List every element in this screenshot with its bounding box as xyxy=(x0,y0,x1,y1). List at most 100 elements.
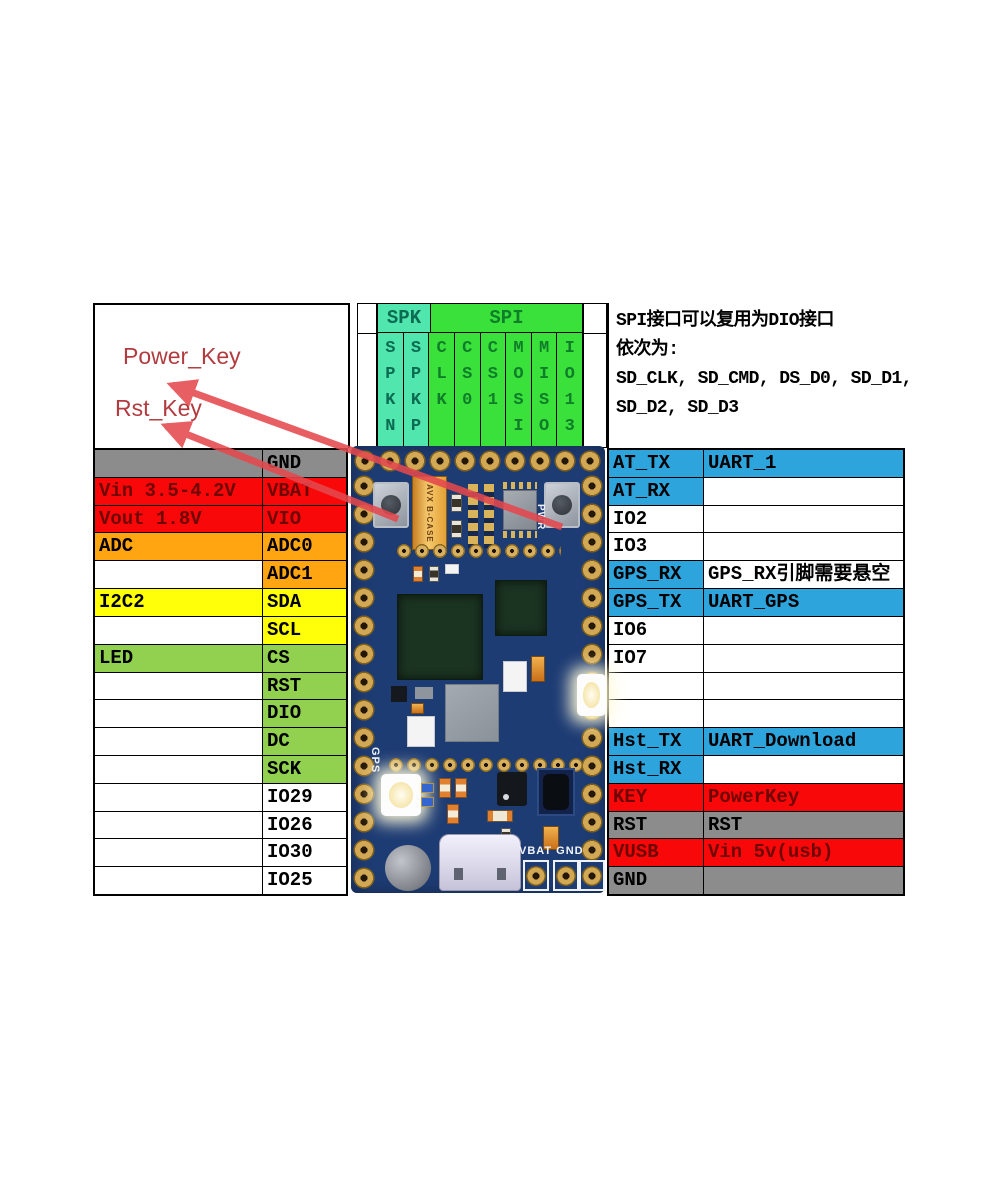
pin-cell xyxy=(95,700,263,728)
pin-row: IO29 xyxy=(95,783,346,812)
transistor xyxy=(497,772,527,806)
pin-cell: KEY xyxy=(609,783,704,811)
annotation-box: Power_Key Rst_Key xyxy=(93,303,350,448)
pin-cell: UART_GPS xyxy=(704,589,903,616)
pin-cell xyxy=(704,505,903,533)
pin-cell: Hst_TX xyxy=(609,728,704,755)
pin-cell xyxy=(704,644,903,672)
pin-cell: IO25 xyxy=(263,867,346,894)
pin-cell: IO6 xyxy=(609,616,704,644)
pin-cell: IO3 xyxy=(609,533,704,561)
pin-row: DC xyxy=(95,728,346,756)
gps-silkscreen: GPS xyxy=(369,747,381,774)
pin-row: SCL xyxy=(95,616,346,645)
smd-component xyxy=(407,716,435,747)
main-ic xyxy=(397,594,483,680)
pin-cell: IO29 xyxy=(263,783,346,811)
pin-cell xyxy=(95,755,263,783)
pin-cell: PowerKey xyxy=(704,783,903,811)
pin-cell xyxy=(95,616,263,644)
pcb-board: AVX B-CASE PWR GPS xyxy=(351,446,606,893)
pin-cell: AT_RX xyxy=(609,477,704,505)
pin-cell: ADC xyxy=(95,533,263,561)
smd-component xyxy=(445,564,459,574)
pin-cell: SCL xyxy=(263,616,346,644)
pin-cell xyxy=(95,783,263,811)
pin-cell xyxy=(95,728,263,755)
pin-cell: UART_Download xyxy=(704,728,903,755)
pin-row: ADC1 xyxy=(95,561,346,590)
pin-cell xyxy=(95,811,263,839)
led xyxy=(381,774,421,816)
pin-row: DIO xyxy=(95,700,346,729)
smd-component xyxy=(429,566,439,582)
pin-row: Hst_RX xyxy=(609,755,903,784)
rst-key-label: Rst_Key xyxy=(115,395,202,421)
pin-cell: GPS_RX xyxy=(609,561,704,589)
capacitor-marking: AVX B-CASE xyxy=(425,483,434,543)
pin-cell: VIO xyxy=(263,505,346,533)
usb-connector[interactable] xyxy=(439,834,521,891)
power-chip xyxy=(503,490,537,530)
pad-row-mid xyxy=(395,542,561,560)
tantalum-capacitor: AVX B-CASE xyxy=(412,476,447,550)
pin-cell: DC xyxy=(263,728,346,755)
pin-cell: GND xyxy=(263,450,346,477)
pad-grid xyxy=(468,484,478,548)
chip-pins xyxy=(503,482,537,489)
small-chip xyxy=(391,686,407,702)
pin-cell: IO30 xyxy=(263,839,346,867)
pin-cell: IO7 xyxy=(609,644,704,672)
pin-row: IO6 xyxy=(609,616,903,645)
pin-cell xyxy=(95,867,263,894)
pin-cell xyxy=(609,672,704,700)
pin-cell: Vin 5v(usb) xyxy=(704,839,903,867)
smd-component xyxy=(447,804,459,824)
pin-row: RST xyxy=(95,672,346,701)
pin-row: IO2 xyxy=(609,505,903,534)
pin-cell xyxy=(704,867,903,894)
smd-component xyxy=(439,778,451,798)
group-spk: SPK xyxy=(378,304,431,333)
pin-cell: SCK xyxy=(263,755,346,783)
gps-module xyxy=(445,684,499,742)
pin-cell: GND xyxy=(609,867,704,894)
pin-cell: GPS_RX引脚需要悬空 xyxy=(704,561,903,589)
smd-component xyxy=(451,494,462,512)
pin-cell: IO2 xyxy=(609,505,704,533)
pin-cell xyxy=(704,755,903,783)
pwr-silkscreen: PWR xyxy=(535,504,546,531)
reset-button[interactable] xyxy=(373,482,409,528)
pin-cell: GPS_TX xyxy=(609,589,704,616)
pin-cell: Vout 1.8V xyxy=(95,505,263,533)
note-line: SPI接口可以复用为DIO接口 xyxy=(616,311,834,331)
pin-row: GND xyxy=(609,867,903,894)
pin-cell xyxy=(609,700,704,728)
pin-row: AT_RX xyxy=(609,477,903,506)
pin-row: IO25 xyxy=(95,867,346,894)
pin-cell: UART_1 xyxy=(704,450,903,477)
pin-cell: DIO xyxy=(263,700,346,728)
pin-group-row: SPK SPI xyxy=(378,304,582,333)
capacitor xyxy=(543,826,559,850)
power-button[interactable] xyxy=(544,482,580,528)
pin-row: IO30 xyxy=(95,839,346,868)
pin-cell: RST xyxy=(704,811,903,839)
pin-row: IO7 xyxy=(609,644,903,673)
pad-column-left xyxy=(352,472,376,890)
pin-row: GND xyxy=(95,450,346,478)
note-line: SD_D2, SD_D3 xyxy=(616,398,739,418)
pin-cell xyxy=(704,672,903,700)
